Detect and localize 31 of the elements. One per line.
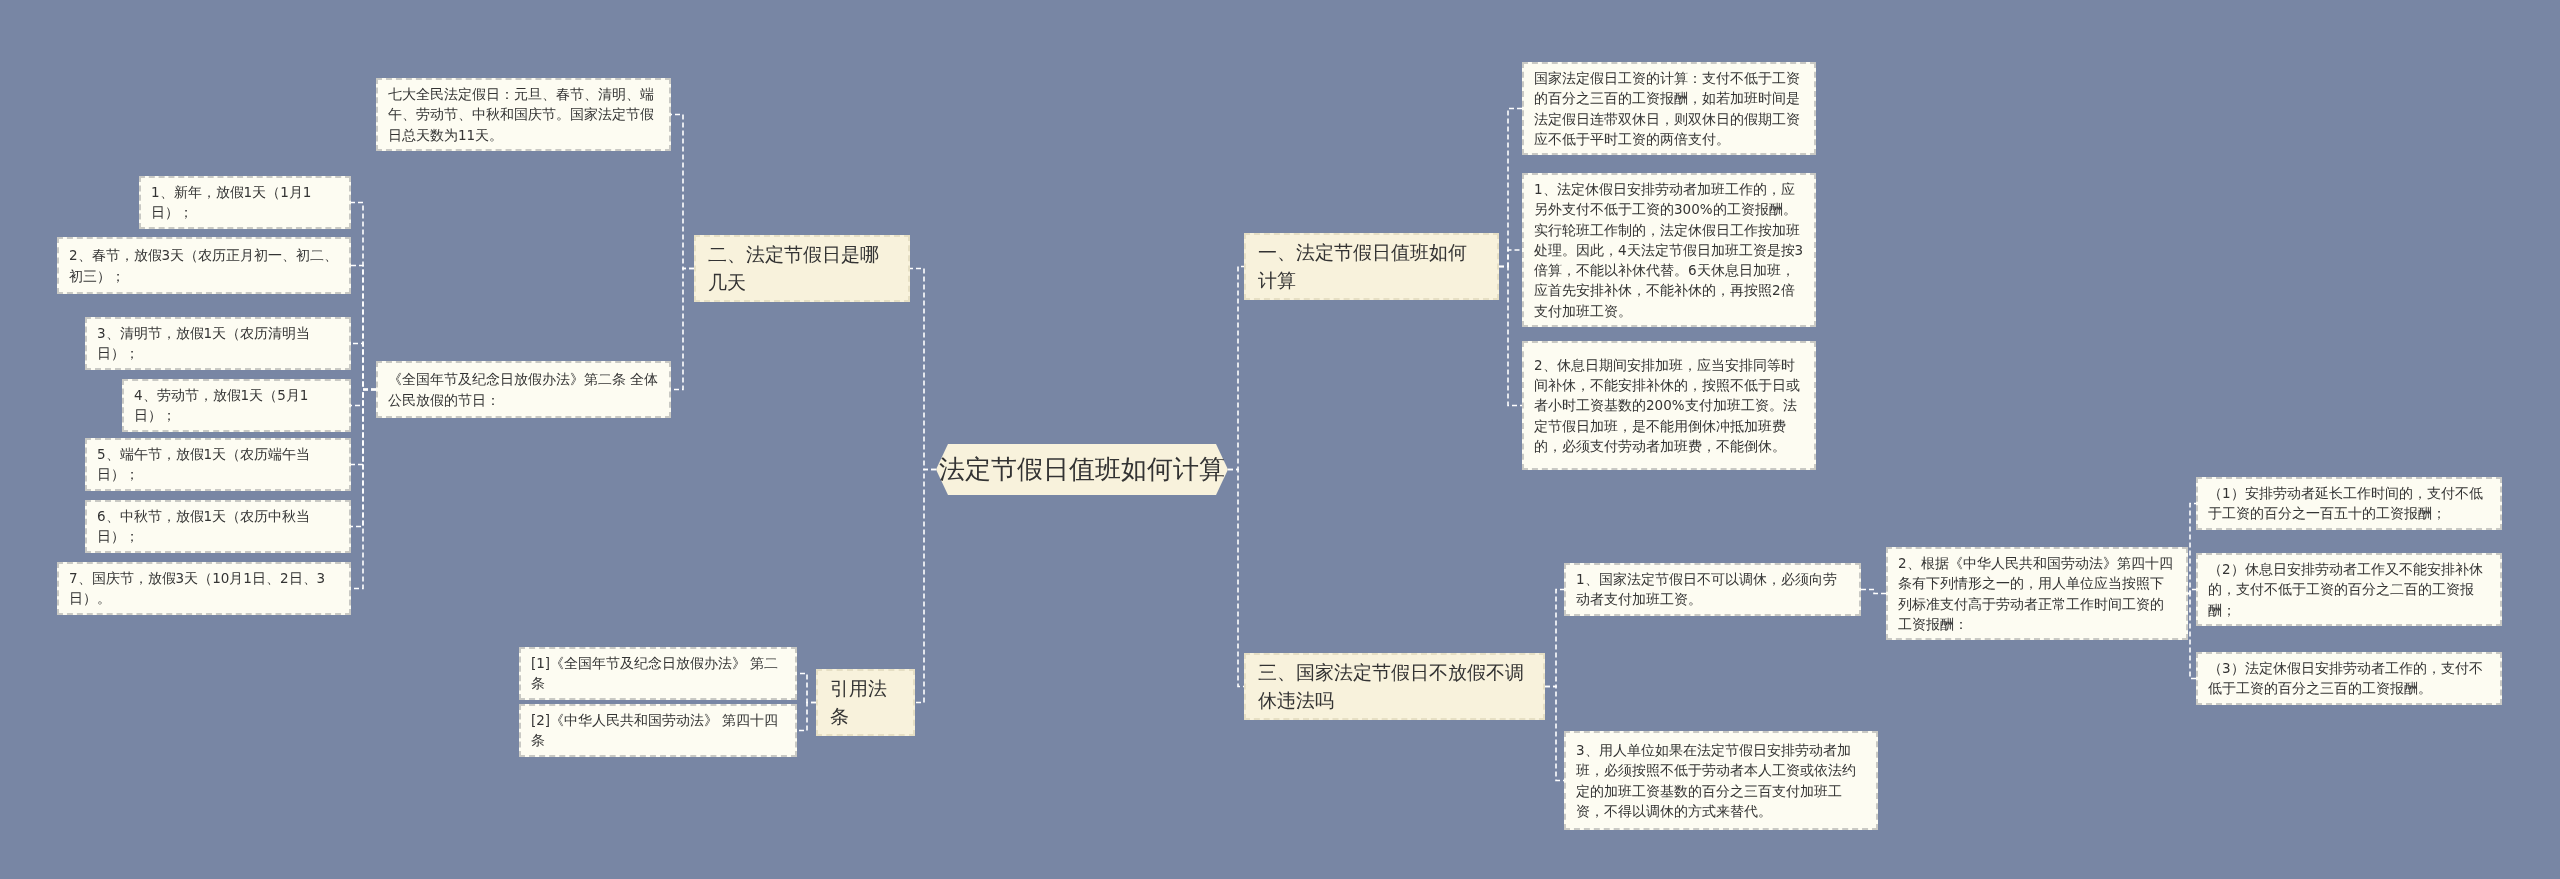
connector-line — [1860, 588, 1887, 595]
connector-line — [914, 468, 937, 704]
subtopic-box: （2）休息日安排劳动者工作又不能安排补休的，支付不低于工资的百分之二百的工资报酬； — [2196, 553, 2502, 626]
connector-line — [2187, 592, 2197, 680]
connector-line — [2187, 588, 2197, 595]
topic-box: 引用法条 — [816, 669, 915, 737]
topic-box: 二、法定节假日是哪几天 — [694, 235, 910, 303]
subtopic-box: 3、清明节，放假1天（农历清明当日）； — [85, 317, 351, 370]
subtopic-box: [2]《中华人民共和国劳动法》 第四十四条 — [519, 704, 797, 757]
subtopic-box: [1]《全国年节及纪念日放假办法》 第二条 — [519, 647, 797, 700]
subtopic-box: （3）法定休假日安排劳动者工作的，支付不低于工资的百分之三百的工资报酬。 — [2196, 652, 2502, 705]
subtopic-box: 5、端午节，放假1天（农历端午当日）； — [85, 438, 351, 491]
subtopic-box: 3、用人单位如果在法定节假日安排劳动者加班，必须按照不低于劳动者本人工资或依法约定的加班工资基数的百分之三百支付加班工资，不得以调休的方式来替代。 — [1564, 731, 1878, 830]
subtopic-box: 6、中秋节，放假1天（农历中秋当日）； — [85, 500, 351, 553]
subtopic-box: 七大全民法定假日：元旦、春节、清明、端午、劳动节、中秋和国庆节。国家法定节假日总天数为11天。 — [376, 78, 671, 151]
subtopic-box: 4、劳动节，放假1天（5月1日）； — [122, 379, 351, 432]
subtopic-box: 2、春节，放假3天（农历正月初一、初二、初三）； — [57, 237, 351, 294]
subtopic-box: （1）安排劳动者延长工作时间的，支付不低于工资的百分之一百五十的工资报酬； — [2196, 477, 2502, 530]
subtopic-box: 1、法定休假日安排劳动者加班工作的，应另外支付不低于工资的300%的工资报酬。实行轮班工作制的，法定休假日工作按加班处理。因此，4天法定节假日加班工资是按3倍算，不能以补休代替。6天休息日加班，应首先安排补休，不能补休的，再按照2倍支付加班工资。 — [1522, 173, 1816, 327]
central-topic-hexagon: 法定节假日值班如何计算 — [936, 444, 1228, 495]
topic-box: 一、法定节假日值班如何计算 — [1244, 233, 1499, 301]
subtopic-box: 7、国庆节，放假3天（10月1日、2日、3日）。 — [57, 562, 351, 615]
connector-line — [1498, 265, 1523, 407]
connector-line — [796, 701, 817, 732]
subtopic-box: 2、休息日期间安排加班，应当安排同等时间补休，不能安排补休的，按照不低于日或者小时工资基数的200%支付加班工资。法定节假日加班，是不能用倒休冲抵加班费的，必须支付劳动者加班费，不能倒休。 — [1522, 341, 1816, 470]
subtopic-box: 国家法定假日工资的计算：支付不低于工资的百分之三百的工资报酬，如若加班时间是法定假日连带双休日，则双休日的假期工资应不低于平时工资的两倍支付。 — [1522, 62, 1816, 155]
subtopic-box: 《全国年节及纪念日放假办法》第二条 全体公民放假的节日： — [376, 361, 671, 418]
subtopic-box: 1、新年，放假1天（1月1日）； — [139, 176, 351, 229]
topic-box: 三、国家法定节假日不放假不调休违法吗 — [1244, 653, 1545, 721]
subtopic-box: 1、国家法定节假日不可以调休，必须向劳动者支付加班工资。 — [1564, 563, 1861, 616]
subtopic-box: 2、根据《中华人民共和国劳动法》第四十四条有下列情形之一的，用人单位应当按照下列标准支付高于劳动者正常工作时间工资的工资报酬： — [1886, 547, 2188, 640]
